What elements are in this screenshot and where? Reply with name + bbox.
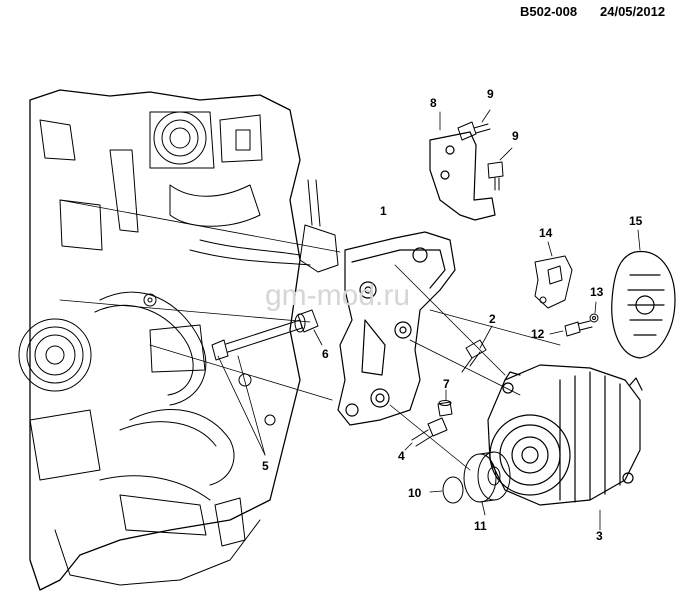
part-5-stud: [211, 319, 303, 361]
callout-4: 4: [398, 449, 405, 463]
alignment-lines: [59, 199, 561, 471]
callout-6: 6: [322, 347, 329, 361]
callout-12: 12: [531, 327, 545, 341]
part-9-bolts: [457, 109, 513, 191]
callout-15: 15: [629, 214, 643, 228]
part-15-cover: [611, 229, 676, 359]
callout-9-bottom: 9: [512, 129, 519, 143]
part-11-pulley: [463, 451, 511, 516]
part-12-bolt: [549, 320, 593, 337]
callout-7: 7: [443, 377, 450, 391]
callout-11: 11: [474, 519, 487, 533]
part-8-plate: [429, 111, 496, 221]
callout-5: 5: [262, 459, 269, 473]
part-7-sleeve: [437, 389, 453, 417]
diagram-date: 24/05/2012: [600, 4, 666, 19]
part-13-nut: [589, 301, 599, 323]
part-6-spacer: [294, 309, 323, 346]
diagram-code: B502-008: [520, 4, 578, 19]
part-3-alternator: [487, 364, 643, 531]
watermark-text: gm-mod.ru: [265, 279, 410, 312]
part-4-bolt: [404, 417, 448, 451]
callouts: 1 2 3 4 5 6 7 8 9 9 10 11 12 13 14 15: [262, 87, 643, 543]
callout-14: 14: [539, 226, 553, 240]
part-10-ring: [429, 476, 464, 504]
engine-assembly: [18, 89, 339, 591]
callout-1: 1: [380, 204, 387, 218]
part-14-regulator: [534, 241, 573, 309]
callout-10: 10: [408, 486, 422, 500]
callout-2: 2: [489, 312, 496, 326]
part-2-bolt: [461, 325, 493, 373]
callout-8: 8: [430, 96, 437, 110]
callout-9-top: 9: [487, 87, 494, 101]
callout-3: 3: [596, 529, 603, 543]
part-1-bracket: [337, 231, 456, 426]
callout-13: 13: [590, 285, 604, 299]
